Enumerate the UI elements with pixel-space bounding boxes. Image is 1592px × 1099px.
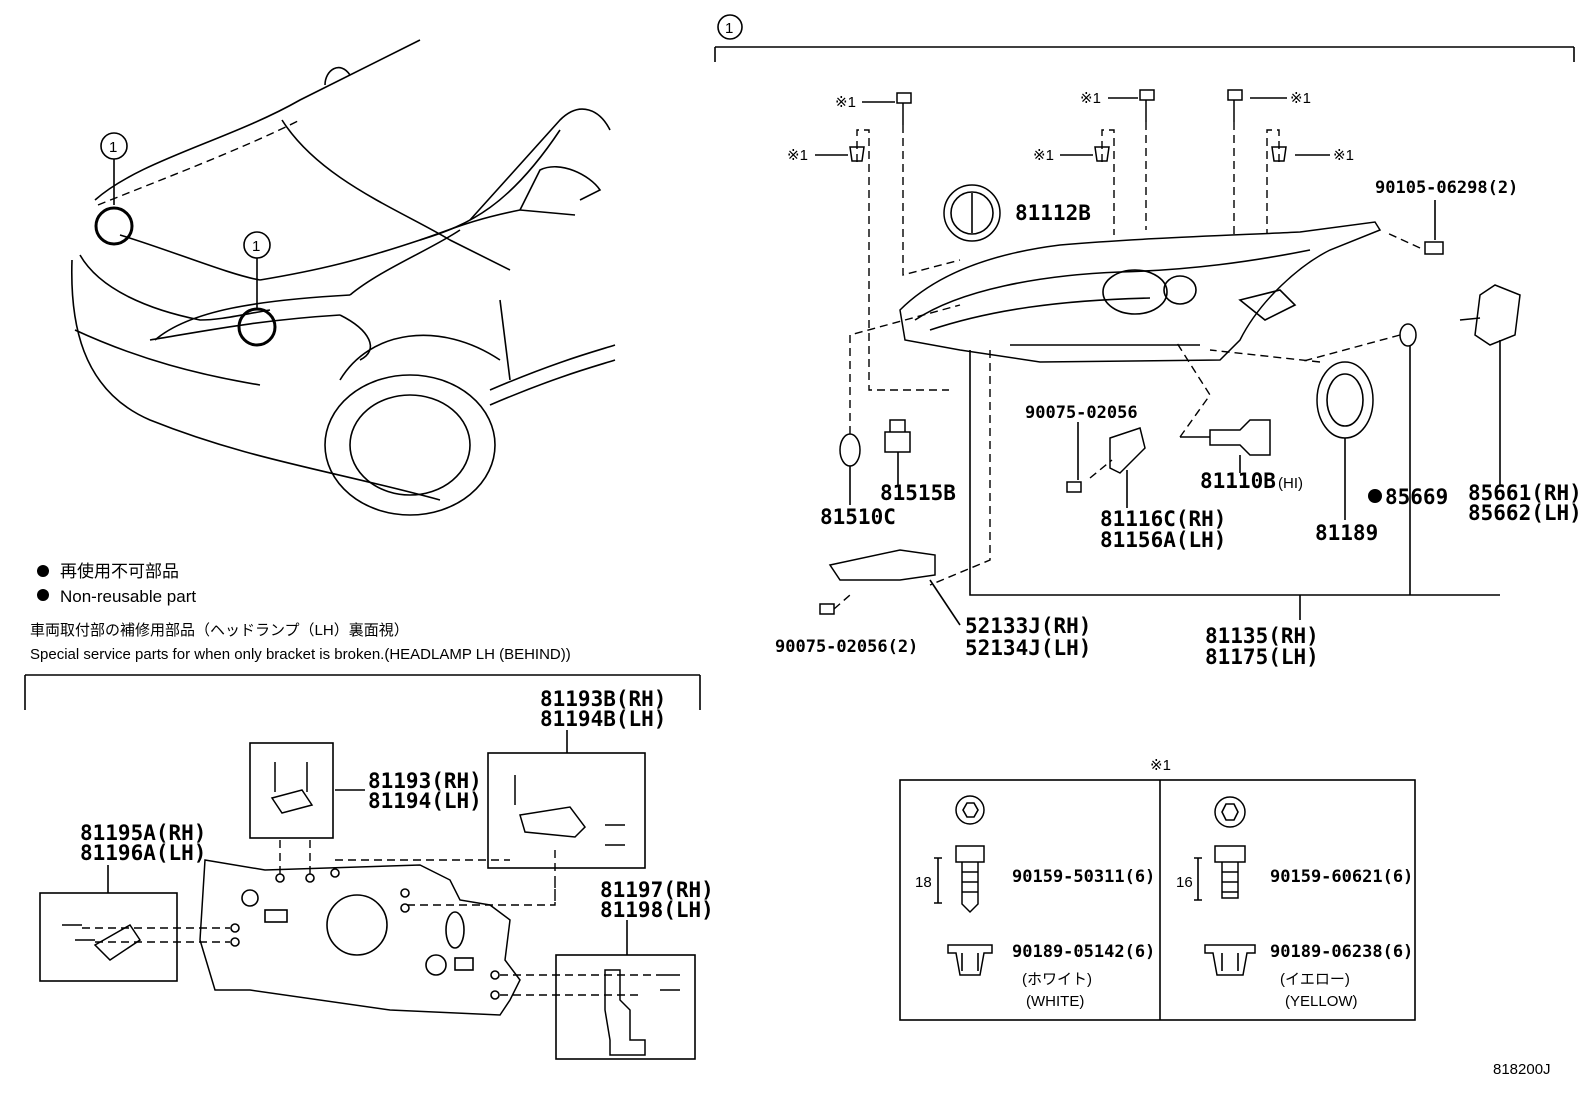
clip-90189-05142-icon [947,944,993,976]
callout-1-lower-label: 1 [252,238,260,255]
headlamp-rear-view [199,859,521,1016]
label-85661: 85661(RH) [1468,481,1582,505]
kome-mark-2: ※1 [787,147,808,164]
label-90159-60621: 90159-60621(6) [1270,867,1413,887]
label-81515B: 81515B [880,481,956,505]
bolt-head-top-view-white [955,795,985,825]
label-81135: 81135(RH) [1205,624,1319,648]
car-front-illustration: 1 1 [70,39,616,516]
part-81110B-bulb [1209,419,1271,456]
label-90189-06238: 90189-06238(6) [1270,942,1413,962]
label-90075-02056-2: 90075-02056(2) [775,637,918,657]
label-81193: 81193(RH) [368,769,482,793]
label-81189: 81189 [1315,521,1378,545]
label-85662: 85662(LH) [1468,501,1582,525]
kome-mark-4: ※1 [1033,147,1054,164]
part-85661-actuator [1474,284,1521,346]
label-81194: 81194(LH) [368,789,482,813]
label-85669: 85669 [1385,485,1448,509]
kome-mark-3: ※1 [1080,90,1101,107]
part-52133J-bracket [828,549,936,581]
box-81197 [555,954,696,1060]
box-81195A [39,892,178,982]
callout-1-upper-label: 1 [109,139,117,156]
label-81195A: 81195A(RH) [80,821,206,845]
headlamp-housing [899,221,1382,363]
label-81194B: 81194B(LH) [540,707,666,731]
box-81193B [487,752,646,869]
callout-1-group-label: 1 [725,20,733,37]
color-left-jp: (ホワイト) [1022,971,1092,988]
label-81110B-suffix: (HI) [1278,475,1303,492]
service-note-jp: 車両取付部の補修用部品（ヘッドランプ（LH）裏面視） [30,621,409,639]
color-right-jp: (イエロー) [1280,971,1350,988]
label-81112B: 81112B [1015,201,1091,225]
headlamp-assembly-group: 1 ※1 ※1 ※1 ※1 ※1 ※1 [714,14,1582,669]
callout-1-group [717,14,743,40]
kome-table-title: ※1 [1150,757,1171,774]
service-note-en: Special service parts for when only brac… [30,646,571,663]
dim-right: 16 [1176,874,1193,891]
label-81510C: 81510C [820,505,896,529]
label-90189-05142: 90189-05142(6) [1012,942,1155,962]
label-90159-50311: 90159-50311(6) [1012,867,1155,887]
kome-mark-1: ※1 [835,94,856,111]
part-81116C-bracket [1109,427,1146,474]
kome-mark-6: ※1 [1333,147,1354,164]
color-right-en: (YELLOW) [1285,993,1358,1010]
headlamp-marker-lower [237,307,277,347]
label-52133J: 52133J(RH) [965,614,1091,638]
legend-jp: 再使用不可部品 [60,561,179,581]
headlamp-marker-upper [94,206,134,246]
legend: 再使用不可部品 Non-reusable part 車両取付部の補修用部品（ヘッ… [30,561,571,663]
label-90105-06298: 90105-06298(2) [1375,178,1518,198]
label-81110B: 81110B [1200,469,1276,493]
label-81198: 81198(LH) [600,898,714,922]
label-81193B: 81193B(RH) [540,687,666,711]
label-81116C: 81116C(RH) [1100,507,1226,531]
illustration-id: 818200J [1493,1061,1551,1078]
non-reusable-mark-85669 [1368,489,1382,503]
dim-left: 18 [915,874,932,891]
label-81197: 81197(RH) [600,878,714,902]
box-81193 [249,742,334,839]
label-81156A: 81156A(LH) [1100,528,1226,552]
label-81175: 81175(LH) [1205,645,1319,669]
legend-en: Non-reusable part [60,587,196,606]
kome-mark-5: ※1 [1290,90,1311,107]
label-81196A: 81196A(LH) [80,841,206,865]
clip-90189-06238-icon [1204,944,1256,976]
service-bracket-group: 81193(RH) 81194(LH) 81193B(RH) 81194B(LH… [24,674,714,1060]
label-90075-02056: 90075-02056 [1025,403,1138,423]
part-81515B-socket [884,419,911,453]
label-52134J: 52134J(LH) [965,636,1091,660]
bolt-90159-50311-icon [955,845,985,914]
kome-fastener-table: ※1 18 90159-50311(6) 90189-05142(6) (ホワイ… [899,757,1416,1021]
part-85669-oring [1399,323,1417,347]
bolt-head-top-view-yellow [1214,796,1246,828]
color-left-en: (WHITE) [1026,993,1084,1010]
part-81510C-bulb [839,433,861,467]
